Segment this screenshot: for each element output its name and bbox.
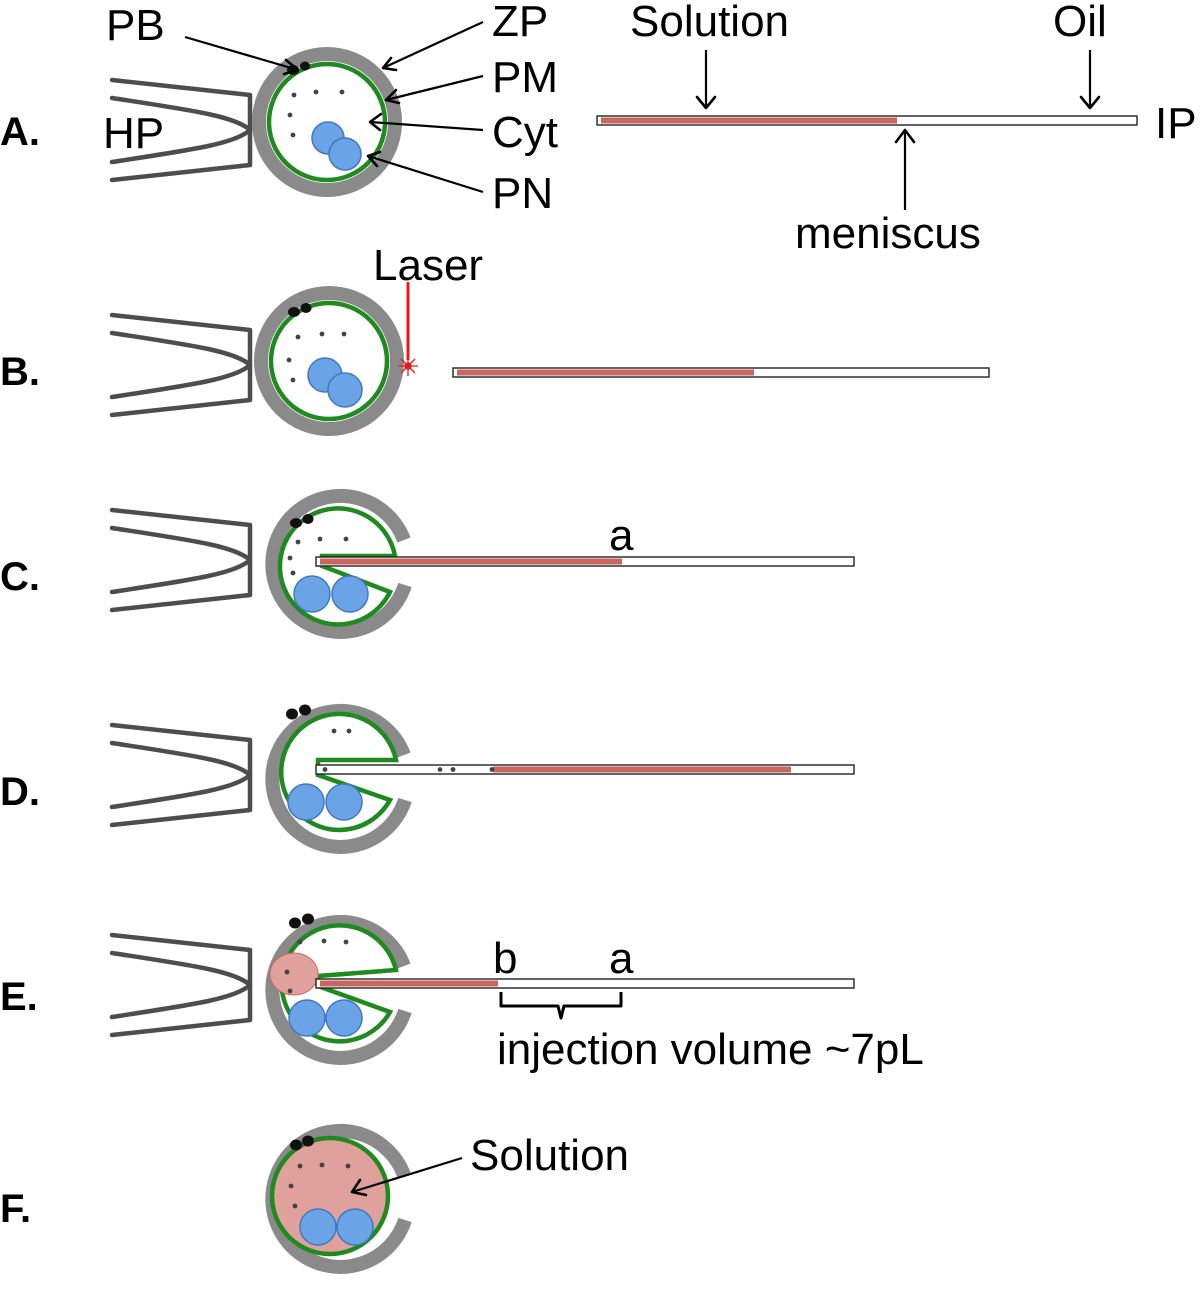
pronucleus (299, 1208, 337, 1246)
pronucleus (325, 783, 363, 821)
zona-pellucida (254, 286, 404, 436)
zona-pellucida (265, 914, 412, 1065)
polar-body (288, 307, 300, 317)
holding-pipette (112, 315, 250, 415)
annotation-arrows (695, 50, 1101, 210)
pipette-tube (315, 978, 855, 989)
zona-pellucida (252, 47, 402, 197)
label-ip: IP (1155, 99, 1197, 148)
panel-b: B. Laser (0, 241, 990, 436)
polar-body (289, 917, 301, 929)
label-pb: PB (106, 1, 165, 50)
label-injection-volume: injection volume ~7pL (497, 1025, 924, 1074)
panel-d: D. (0, 703, 855, 854)
pronucleus (336, 1208, 374, 1246)
panel-f: F. Solution (0, 1123, 629, 1274)
solution-column (601, 117, 897, 124)
injection-pipette (315, 978, 855, 989)
panel-label-a: A. (0, 110, 40, 154)
label-solution: Solution (630, 0, 789, 46)
solution-column (320, 558, 622, 565)
label-pn: PN (492, 169, 553, 218)
zona-pellucida (265, 703, 412, 854)
solution-column (320, 980, 498, 987)
label-zp: ZP (492, 0, 548, 46)
annotation-arrows (184, 21, 484, 194)
polar-body (300, 61, 310, 71)
annotation-arrows (350, 1156, 463, 1197)
pronucleus (325, 999, 363, 1037)
panel-label-e: E. (0, 975, 38, 1019)
polar-body (286, 708, 298, 720)
panel-label-b: B. (0, 350, 40, 394)
laser-spot (398, 356, 418, 376)
solution-column (493, 766, 791, 773)
polar-body (299, 704, 311, 716)
holding-pipette (112, 935, 250, 1035)
polar-body (290, 1139, 302, 1151)
injected-solution-bolus (269, 952, 319, 996)
injection-pipette (315, 764, 855, 775)
panel-label-c: C. (0, 555, 40, 599)
label-meniscus: meniscus (795, 209, 981, 258)
label-oil: Oil (1053, 0, 1107, 46)
solution-column (457, 369, 754, 376)
panel-label-f: F. (0, 1187, 31, 1231)
pronucleus (331, 575, 369, 613)
polar-body (300, 303, 312, 313)
panel-e: E. b a injection volume ~7pL (0, 913, 924, 1074)
injection-pipette (315, 556, 855, 567)
panel-a: A. PB ZP PM Cyt PN HP (0, 0, 1197, 258)
label-cyt: Cyt (492, 108, 558, 157)
holding-pipette (112, 510, 250, 610)
label-laser: Laser (373, 241, 483, 290)
label-solution-f: Solution (470, 1131, 629, 1180)
pronucleus (327, 372, 363, 408)
label-mark-a: a (609, 511, 634, 560)
pronucleus (287, 783, 325, 821)
polar-body (302, 1135, 314, 1147)
panel-c: C. a (0, 488, 855, 639)
pronucleus (288, 999, 326, 1037)
injection-pipette (596, 115, 1138, 126)
label-mark-a: a (609, 934, 634, 983)
label-mark-b: b (493, 934, 517, 983)
label-pm: PM (492, 53, 558, 102)
zona-pellucida (265, 488, 412, 639)
holding-pipette (112, 725, 250, 825)
polar-body (302, 913, 314, 925)
pronucleus (293, 575, 331, 613)
polar-body (302, 514, 314, 524)
pronucleus (328, 137, 362, 171)
polar-body (290, 518, 302, 528)
injection-pipette (452, 367, 990, 378)
label-hp: HP (103, 109, 164, 158)
volume-bracket (499, 992, 623, 1020)
panel-label-d: D. (0, 770, 40, 814)
